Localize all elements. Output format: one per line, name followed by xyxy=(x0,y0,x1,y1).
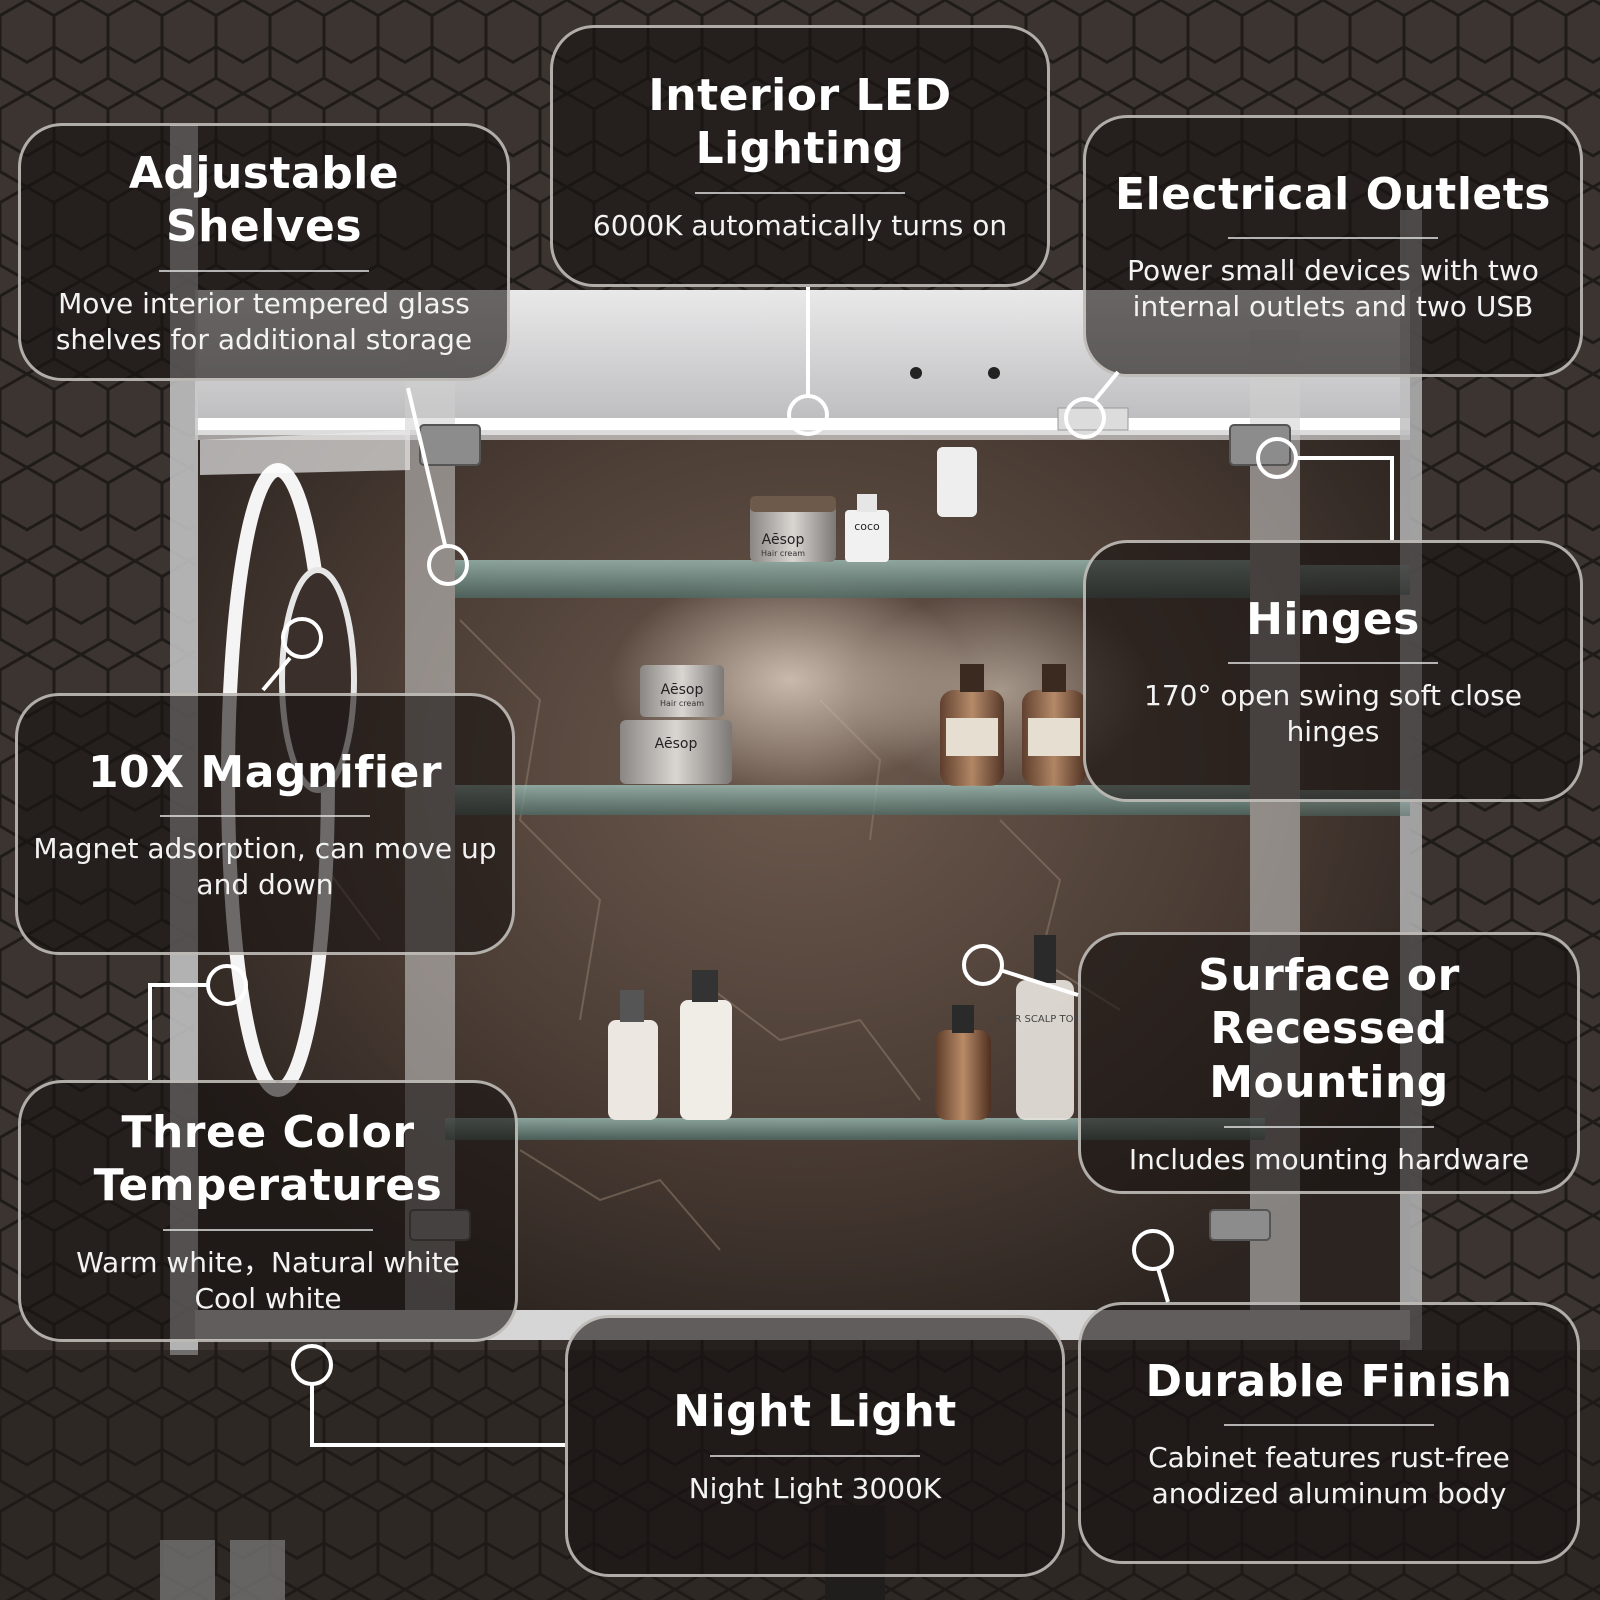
bottle-label-tonic: HAIR SCALP TONIC xyxy=(997,1014,1091,1025)
panel-title: Surface or Recessed Mounting xyxy=(1198,949,1460,1109)
panel-description: 6000K automatically turns on xyxy=(592,208,1008,242)
panel-electrical-outlets: Electrical Outlets Power small devices w… xyxy=(1083,115,1583,377)
jar-label-middle-2: Aēsop xyxy=(655,736,698,752)
panel-title: Adjustable Shelves xyxy=(128,147,400,253)
panel-description: Power small devices with two internal ou… xyxy=(1127,254,1539,323)
divider xyxy=(163,1229,373,1232)
divider xyxy=(159,270,369,273)
panel-hinges: Hinges 170° open swing soft close hinges xyxy=(1083,540,1583,802)
panel-night-light: Night Light Night Light 3000K xyxy=(565,1315,1065,1577)
panel-mounting: Surface or Recessed Mounting Includes mo… xyxy=(1078,932,1580,1194)
panel-description: 170° open swing soft close hinges xyxy=(1144,679,1522,748)
panel-magnifier: 10X Magnifier Magnet adsorption, can mov… xyxy=(15,693,515,955)
panel-title: Night Light xyxy=(673,1386,957,1438)
panel-title: Durable Finish xyxy=(1145,1355,1513,1407)
jar-sublabel-top: Hair cream xyxy=(761,549,805,558)
divider xyxy=(160,815,370,818)
panel-description: Magnet adsorption, can move up and down xyxy=(33,832,497,901)
divider xyxy=(695,191,905,194)
divider xyxy=(1228,662,1438,665)
panel-title: Three Color Temperatures xyxy=(93,1106,443,1212)
divider xyxy=(710,1455,920,1458)
panel-color-temperatures: Three Color Temperatures Warm white，Natu… xyxy=(18,1080,518,1342)
panel-durable-finish: Durable Finish Cabinet features rust-fre… xyxy=(1078,1302,1580,1564)
panel-title: Interior LED Lighting xyxy=(648,69,952,175)
panel-title: 10X Magnifier xyxy=(87,746,443,798)
panel-description: Night Light 3000K xyxy=(688,1472,942,1506)
jar-label-middle-1: Aēsop xyxy=(661,682,704,698)
panel-description: Warm white，Natural white Cool white xyxy=(76,1246,460,1315)
divider xyxy=(1224,1125,1434,1128)
panel-title: Electrical Outlets xyxy=(1115,168,1551,220)
divider xyxy=(1228,237,1438,240)
panel-title: Hinges xyxy=(1246,593,1420,645)
jar-label-top: Aēsop xyxy=(762,532,805,548)
panel-description: Includes mounting hardware xyxy=(1128,1142,1530,1176)
panel-adjustable-shelves: Adjustable Shelves Move interior tempere… xyxy=(18,123,510,381)
bottle-label-coco: coco xyxy=(854,520,880,533)
divider xyxy=(1224,1424,1434,1427)
panel-interior-led-lighting: Interior LED Lighting 6000K automaticall… xyxy=(550,25,1050,287)
jar-sublabel-middle-1: Hair cream xyxy=(660,699,704,708)
panel-description: Move interior tempered glass shelves for… xyxy=(55,287,473,356)
panel-description: Cabinet features rust-free anodized alum… xyxy=(1148,1441,1510,1510)
